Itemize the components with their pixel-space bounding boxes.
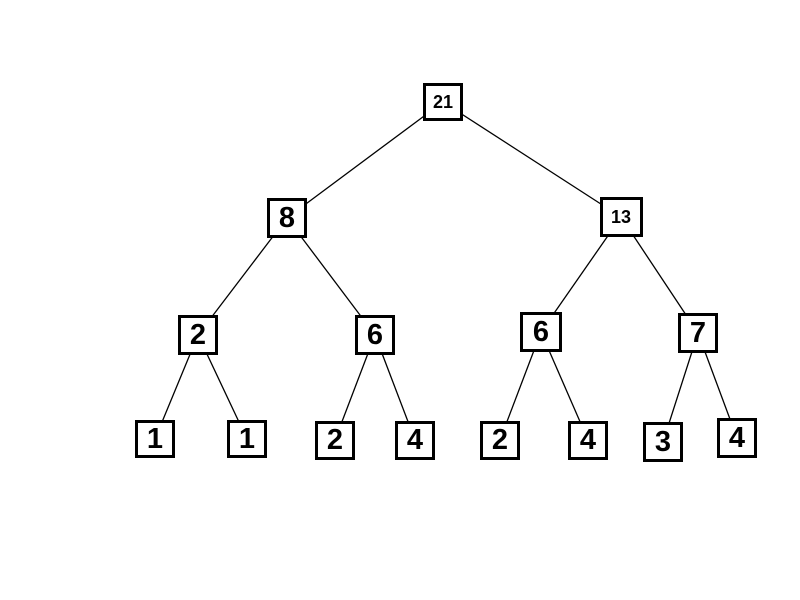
tree-node-l2a-value-2: 2 (315, 420, 355, 460)
tree-node-l4a-value-4: 4 (395, 420, 435, 460)
tree-node-n13-value-13: 13 (599, 197, 643, 237)
tree-node-l1a-value-1: 1 (135, 420, 175, 458)
tree-node-n2-value-2: 2 (178, 315, 218, 355)
tree-node-l3-value-3: 3 (643, 422, 683, 462)
tree-node-l4b-value-4: 4 (568, 420, 608, 460)
tree-node-n8-value-8: 8 (267, 198, 307, 238)
tree-node-l4c-value-4: 4 (717, 418, 757, 458)
tree-node-n7-value-7: 7 (678, 313, 718, 353)
tree-node-root-value-21: 21 (423, 83, 463, 121)
tree-node-n6l-value-6: 6 (355, 315, 395, 355)
tree-node-l1b-value-1: 1 (227, 420, 267, 458)
tree-edge-root-n8 (286, 101, 444, 219)
tree-node-l2b-value-2: 2 (480, 420, 520, 460)
tree-edge-root-n13 (442, 101, 622, 218)
tree-node-n6r-value-6: 6 (520, 312, 562, 352)
